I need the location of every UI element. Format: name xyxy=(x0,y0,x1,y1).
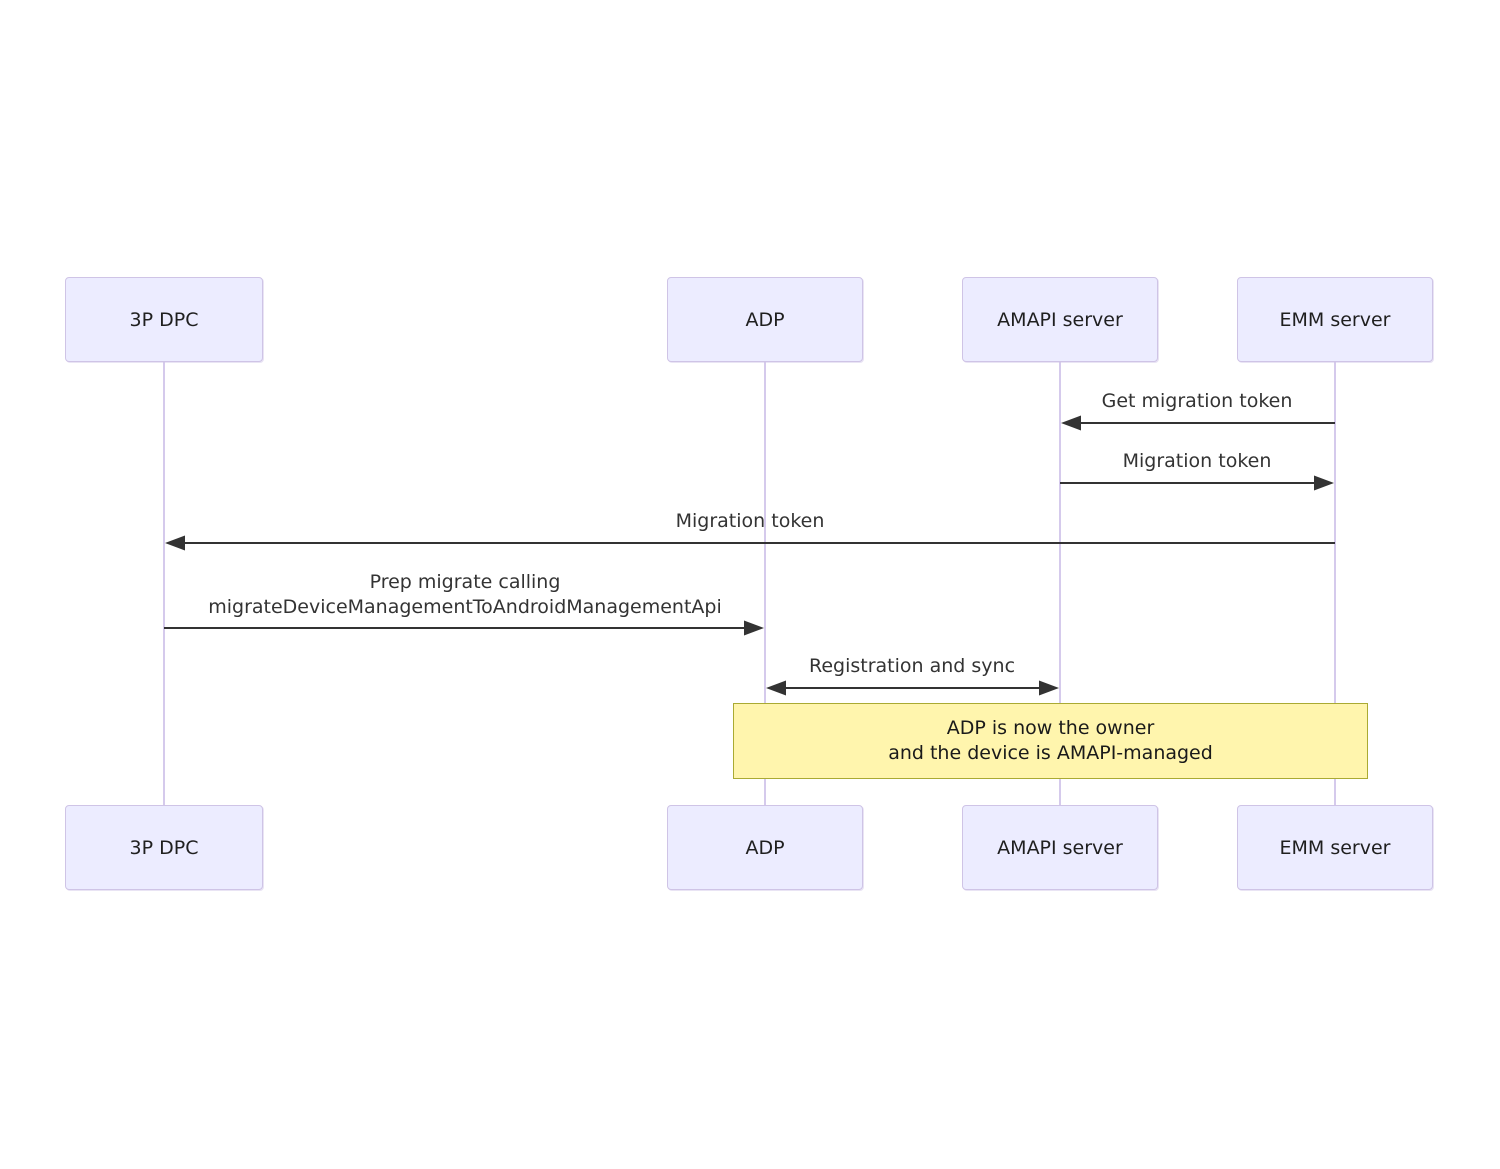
actor-top-3p-dpc: 3P DPC xyxy=(65,277,263,362)
arrowhead-right-icon xyxy=(1314,475,1334,491)
note-adp-owner: ADP is now the owner and the device is A… xyxy=(733,703,1368,779)
note-line: and the device is AMAPI-managed xyxy=(888,742,1213,764)
actor-top-adp: ADP xyxy=(667,277,863,362)
message-label-get-migration-token: Get migration token xyxy=(1101,390,1293,412)
message-label-registration-and-sync: Registration and sync xyxy=(808,655,1016,677)
actor-label: 3P DPC xyxy=(129,308,199,331)
actor-top-amapi-server: AMAPI server xyxy=(962,277,1158,362)
actor-top-emm-server: EMM server xyxy=(1237,277,1433,362)
actor-label: AMAPI server xyxy=(997,836,1123,859)
arrowhead-right-icon xyxy=(744,620,764,636)
message-label-migration-token-to-dpc: Migration token xyxy=(675,510,825,532)
actor-label: 3P DPC xyxy=(129,836,199,859)
actor-bottom-adp: ADP xyxy=(667,805,863,890)
actor-bottom-amapi-server: AMAPI server xyxy=(962,805,1158,890)
actor-label: EMM server xyxy=(1279,308,1391,331)
actor-label: ADP xyxy=(745,308,785,331)
actor-label: AMAPI server xyxy=(997,308,1123,331)
actor-label: EMM server xyxy=(1279,836,1391,859)
actor-bottom-emm-server: EMM server xyxy=(1237,805,1433,890)
arrowhead-right-icon xyxy=(1039,680,1059,696)
arrowhead-left-icon xyxy=(165,535,185,551)
message-label-migration-token-to-emm: Migration token xyxy=(1122,450,1272,472)
message-label-line: migrateDeviceManagementToAndroidManageme… xyxy=(208,596,722,618)
arrowhead-left-icon xyxy=(766,680,786,696)
actor-label: ADP xyxy=(745,836,785,859)
note-line: ADP is now the owner xyxy=(946,717,1155,739)
arrowhead-left-icon xyxy=(1061,415,1081,431)
actor-bottom-3p-dpc: 3P DPC xyxy=(65,805,263,890)
message-label-line: Prep migrate calling xyxy=(369,571,561,593)
message-label-prep-migrate: Prep migrate calling migrateDeviceManage… xyxy=(208,570,722,620)
